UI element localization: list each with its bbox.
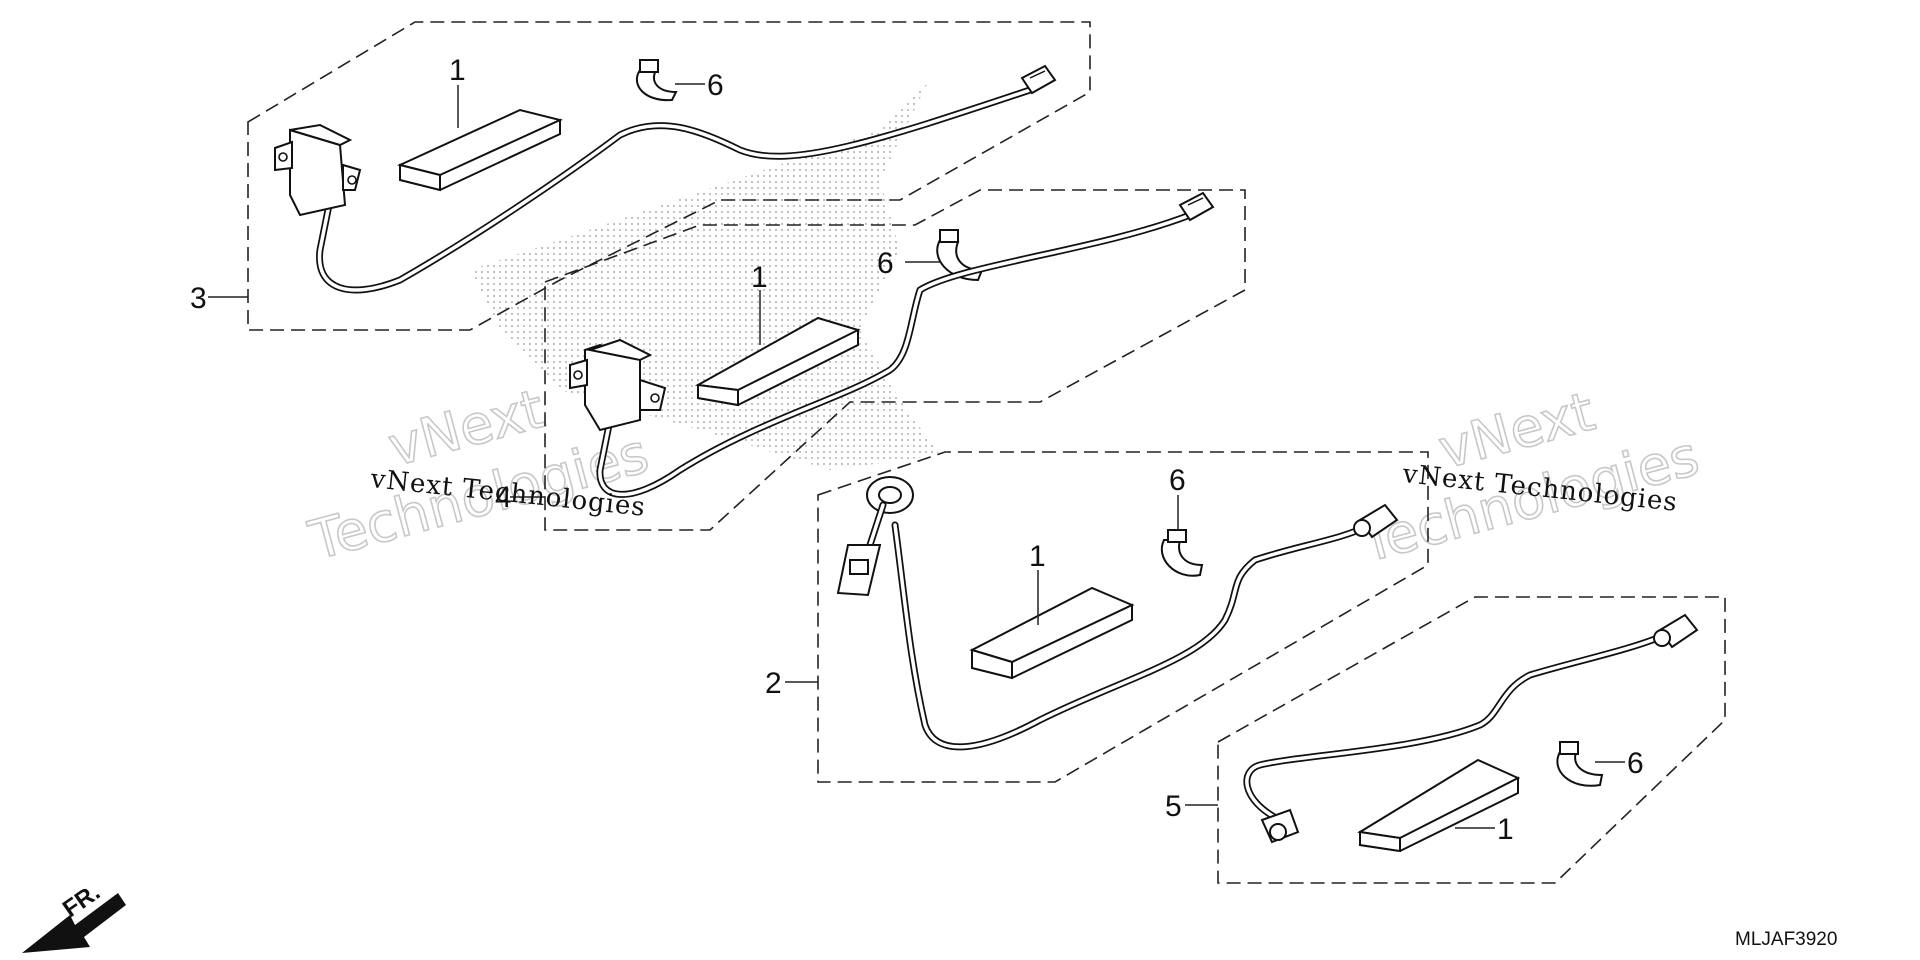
group-3-adhesive-pad	[396, 108, 564, 192]
drawing-code: MLJAF3920	[1735, 929, 1837, 950]
group-3-connector	[1020, 64, 1057, 95]
front-direction-arrow: FR.	[22, 879, 126, 953]
group-4-sensor-unit	[569, 338, 667, 432]
group-2-adhesive-pad	[969, 586, 1135, 680]
watermark-large-right: vNext Technologies	[1352, 379, 1706, 576]
callout-group-2: 2	[765, 667, 782, 700]
group-3-frame	[247, 21, 1091, 331]
group-2-connector	[1353, 503, 1399, 539]
group-4-adhesive-pad	[694, 316, 861, 407]
group-5-frame	[1217, 596, 1726, 884]
callout-group-3-clip: 6	[707, 69, 724, 102]
group-3-harness-kit: 3 1 6	[190, 21, 1091, 331]
group-3-sensor-unit	[274, 123, 362, 217]
group-4-harness-kit: 4 1 6	[495, 189, 1246, 531]
group-5-adhesive-pad	[1357, 758, 1521, 853]
group-5-connector	[1653, 613, 1699, 649]
callout-group-4-clip: 6	[877, 247, 894, 280]
group-4-connector	[1178, 191, 1215, 222]
callout-group-3-pad: 1	[449, 54, 466, 87]
group-2-harness-kit: 2 1 6	[765, 451, 1429, 783]
callout-group-3: 3	[190, 282, 207, 315]
callout-group-2-pad: 1	[1029, 540, 1046, 573]
group-5-cable-clip	[1556, 741, 1604, 787]
group-2-frame	[817, 451, 1429, 783]
group-5-plug	[1260, 808, 1300, 844]
callout-group-2-clip: 6	[1169, 464, 1186, 497]
group-5-harness-kit: 5 1 6	[1165, 596, 1726, 884]
group-2-cable-clip	[1161, 529, 1204, 577]
callout-group-5: 5	[1165, 790, 1182, 823]
group-2-grommet	[866, 476, 914, 514]
callout-group-4: 4	[495, 481, 512, 514]
group-3-cable-clip	[635, 59, 678, 102]
callout-group-5-pad: 1	[1497, 813, 1514, 846]
group-2-plug	[836, 544, 882, 597]
callout-group-4-pad: 1	[751, 261, 768, 294]
callout-group-5-clip: 6	[1627, 747, 1644, 780]
